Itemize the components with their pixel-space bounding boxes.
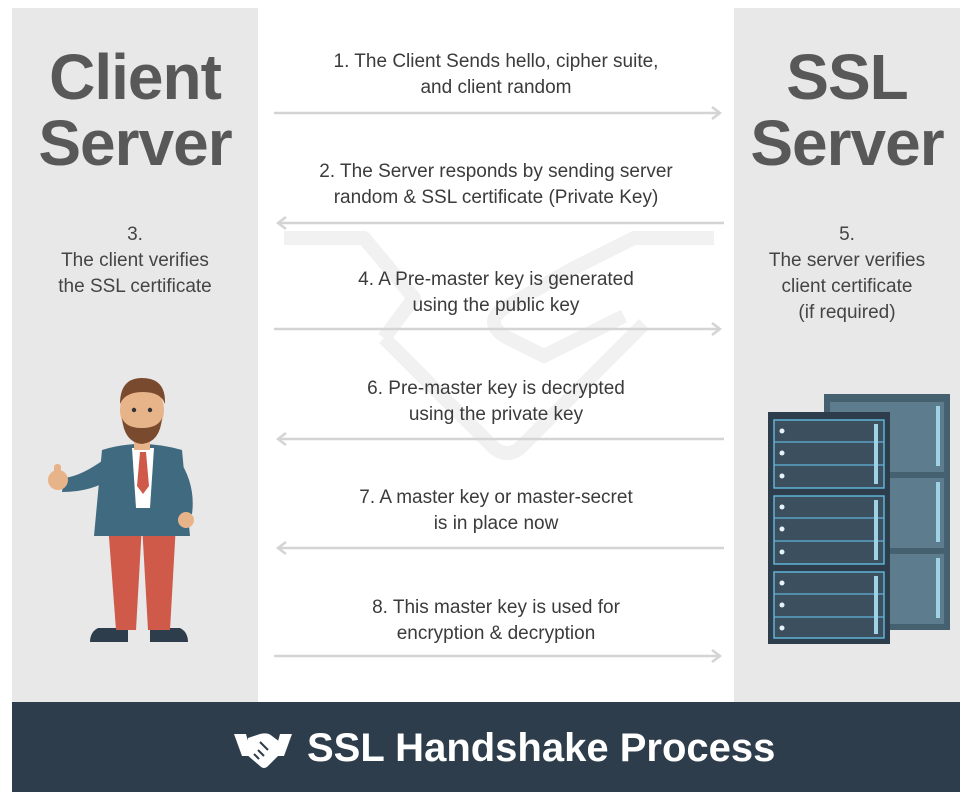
server-title: SSL Server [734, 44, 960, 176]
server-note-number: 5. [839, 224, 855, 245]
footer-title: SSL Handshake Process [307, 726, 776, 770]
step-6: 6. Pre-master key is decrypted using the… [270, 376, 722, 428]
step-7: 7. A master key or master-secret is in p… [270, 485, 722, 537]
step-1-line1: 1. The Client Sends hello, cipher suite, [333, 51, 659, 72]
client-note-line2: the SSL certificate [58, 276, 212, 297]
step-4-arrow-right [274, 322, 723, 336]
step-1-line2: and client random [420, 77, 572, 98]
server-note: 5. The server verifies client certificat… [734, 222, 960, 326]
server-note-line2: client certificate [781, 276, 913, 297]
server-panel: SSL Server 5. The server verifies client… [734, 8, 960, 702]
step-2: 2. The Server responds by sending server… [270, 159, 722, 211]
step-1: 1. The Client Sends hello, cipher suite,… [270, 49, 722, 101]
handshake-icon [234, 733, 292, 768]
step-6-line1: 6. Pre-master key is decrypted [367, 378, 625, 399]
client-note-line1: The client verifies [61, 250, 209, 271]
ssl-handshake-diagram: Client Server 3. The client verifies the… [12, 8, 960, 792]
step-8-arrow-right [274, 649, 723, 663]
client-note: 3. The client verifies the SSL certifica… [12, 222, 258, 300]
step-4: 4. A Pre-master key is generated using t… [270, 267, 722, 319]
step-8-line1: 8. This master key is used for [372, 597, 620, 618]
client-title-line1: Client [49, 41, 222, 113]
client-person-illustration [48, 378, 194, 642]
step-6-arrow-left [275, 432, 724, 446]
step-8: 8. This master key is used for encryptio… [270, 595, 722, 647]
step-2-line1: 2. The Server responds by sending server [319, 161, 673, 182]
step-7-line2: is in place now [433, 513, 559, 534]
step-7-arrow-left [275, 541, 724, 555]
client-panel: Client Server 3. The client verifies the… [12, 8, 258, 702]
step-2-line2: random & SSL certificate (Private Key) [333, 187, 659, 208]
server-note-line3: (if required) [798, 302, 896, 323]
server-rack-illustration [768, 394, 950, 644]
client-title: Client Server [12, 44, 258, 176]
footer-banner: SSL Handshake Process [12, 702, 960, 792]
step-1-arrow-right [274, 106, 723, 120]
step-4-line1: 4. A Pre-master key is generated [358, 269, 634, 290]
step-4-line2: using the public key [412, 295, 580, 316]
step-8-line2: encryption & decryption [396, 623, 596, 644]
server-title-line1: SSL [786, 41, 908, 113]
server-note-line1: The server verifies [768, 250, 926, 271]
client-title-line2: Server [38, 107, 232, 179]
step-6-line2: using the private key [408, 404, 584, 425]
step-7-line1: 7. A master key or master-secret [359, 487, 633, 508]
server-title-line2: Server [750, 107, 944, 179]
handshake-watermark [284, 231, 714, 461]
client-note-number: 3. [127, 224, 143, 245]
step-2-arrow-left [275, 216, 724, 230]
